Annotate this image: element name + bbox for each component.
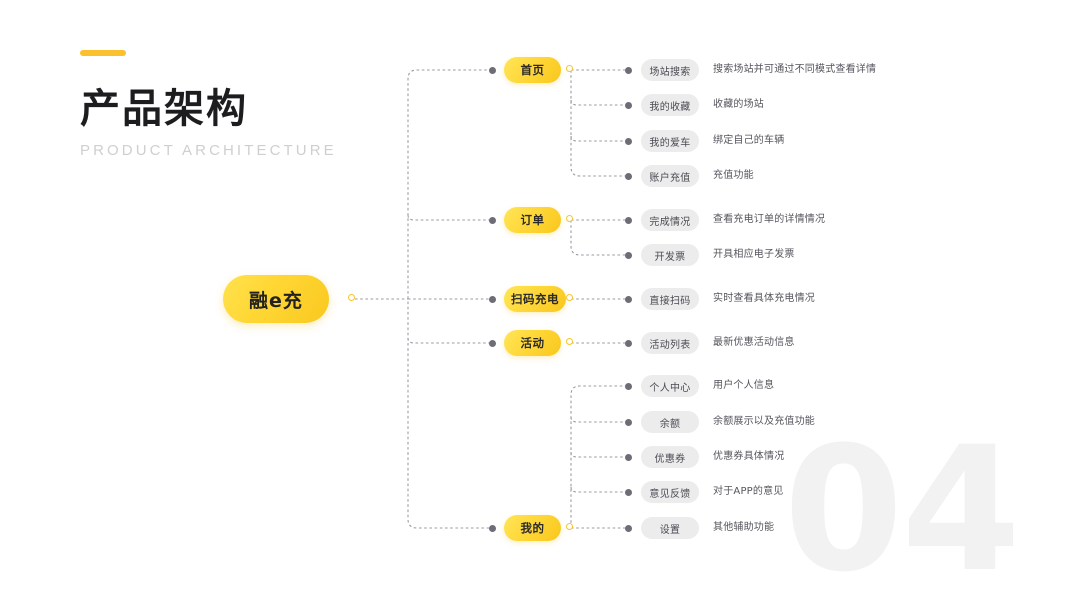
leaf-connector-dot <box>624 137 632 145</box>
branch-output-ring <box>566 65 573 72</box>
branch-output-ring <box>566 523 573 530</box>
leaf-node-5-2[interactable]: 余额 <box>641 411 699 433</box>
branch-node-3[interactable]: 扫码充电 <box>504 286 566 312</box>
leaf-connector-dot <box>624 66 632 74</box>
leaf-description: 充值功能 <box>713 170 754 181</box>
leaf-description: 对于APP的意见 <box>713 486 784 497</box>
leaf-description: 优惠券具体情况 <box>713 451 785 462</box>
root-node-rongechong[interactable]: 融e充 <box>223 275 329 323</box>
branch-connector-dot <box>488 66 496 74</box>
leaf-node-5-4[interactable]: 意见反馈 <box>641 481 699 503</box>
leaf-connector-dot <box>624 295 632 303</box>
leaf-node-1-4[interactable]: 账户充值 <box>641 165 699 187</box>
leaf-description: 查看充电订单的详情情况 <box>713 214 826 225</box>
leaf-node-1-3[interactable]: 我的爱车 <box>641 130 699 152</box>
leaf-connector-dot <box>624 524 632 532</box>
leaf-connector-dot <box>624 339 632 347</box>
leaf-description: 余额展示以及充值功能 <box>713 416 815 427</box>
leaf-node-5-1[interactable]: 个人中心 <box>641 375 699 397</box>
branch-connector-dot <box>488 524 496 532</box>
branch-node-1[interactable]: 首页 <box>504 57 561 83</box>
accent-bar <box>80 50 126 56</box>
leaf-node-4-1[interactable]: 活动列表 <box>641 332 699 354</box>
branch-node-5[interactable]: 我的 <box>504 515 561 541</box>
leaf-description: 收藏的场站 <box>713 99 764 110</box>
branch-connector-dot <box>488 295 496 303</box>
leaf-connector-dot <box>624 382 632 390</box>
leaf-node-3-1[interactable]: 直接扫码 <box>641 288 699 310</box>
leaf-connector-dot <box>624 251 632 259</box>
leaf-node-1-2[interactable]: 我的收藏 <box>641 94 699 116</box>
leaf-description: 绑定自己的车辆 <box>713 135 785 146</box>
leaf-description: 最新优惠活动信息 <box>713 337 795 348</box>
branch-node-2[interactable]: 订单 <box>504 207 561 233</box>
branch-output-ring <box>566 338 573 345</box>
leaf-node-5-3[interactable]: 优惠券 <box>641 446 699 468</box>
leaf-node-1-1[interactable]: 场站搜索 <box>641 59 699 81</box>
leaf-description: 用户个人信息 <box>713 380 775 391</box>
leaf-description: 其他辅助功能 <box>713 522 775 533</box>
branch-connector-dot <box>488 339 496 347</box>
root-connector-ring <box>348 294 355 301</box>
leaf-connector-dot <box>624 216 632 224</box>
leaf-node-2-2[interactable]: 开发票 <box>641 244 699 266</box>
leaf-connector-dot <box>624 488 632 496</box>
branch-output-ring <box>566 294 573 301</box>
branch-output-ring <box>566 215 573 222</box>
leaf-node-2-1[interactable]: 完成情况 <box>641 209 699 231</box>
branch-connector-dot <box>488 216 496 224</box>
leaf-node-5-5[interactable]: 设置 <box>641 517 699 539</box>
leaf-description: 开具相应电子发票 <box>713 249 795 260</box>
leaf-connector-dot <box>624 172 632 180</box>
page-subtitle: PRODUCT ARCHITECTURE <box>80 142 337 159</box>
leaf-connector-dot <box>624 418 632 426</box>
page-title: 产品架构 <box>80 86 248 132</box>
branch-node-4[interactable]: 活动 <box>504 330 561 356</box>
leaf-connector-dot <box>624 453 632 461</box>
title-block: 产品架构 PRODUCT ARCHITECTURE <box>80 50 410 159</box>
leaf-description: 搜索场站并可通过不同模式查看详情 <box>713 64 877 75</box>
section-number-watermark: 04 <box>783 408 1021 600</box>
leaf-connector-dot <box>624 101 632 109</box>
leaf-description: 实时查看具体充电情况 <box>713 293 815 304</box>
